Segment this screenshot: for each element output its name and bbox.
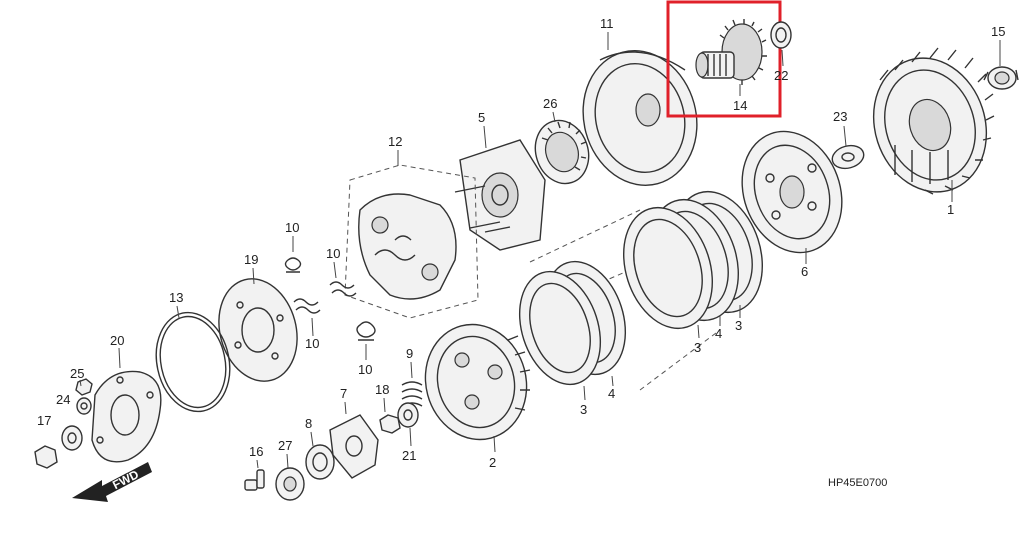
part-25-nut[interactable] xyxy=(75,378,93,396)
label-part-3: 3 xyxy=(580,402,587,417)
label-part-10: 10 xyxy=(305,336,319,351)
label-part-13: 13 xyxy=(169,290,183,305)
label-part-21: 21 xyxy=(402,448,416,463)
part-8-seal[interactable] xyxy=(305,444,335,480)
part-3-friction-disc[interactable] xyxy=(506,261,614,395)
label-part-19: 19 xyxy=(244,252,258,267)
label-part-10: 10 xyxy=(285,220,299,235)
label-part-8: 8 xyxy=(305,416,312,431)
label-part-11: 11 xyxy=(600,16,614,31)
label-part-20: 20 xyxy=(110,333,124,348)
label-part-18: 18 xyxy=(375,382,389,397)
highlight-box xyxy=(666,0,782,118)
label-part-10: 10 xyxy=(358,362,372,377)
label-part-4: 4 xyxy=(608,386,615,401)
part-1-clutch-outer[interactable] xyxy=(857,43,1004,206)
diagram-code: HP45E0700 xyxy=(828,477,887,489)
alignment-line xyxy=(529,209,641,263)
label-part-9: 9 xyxy=(406,346,413,361)
label-part-10: 10 xyxy=(326,246,340,261)
part-10-spring[interactable] xyxy=(284,257,302,273)
part-10-spring[interactable] xyxy=(293,298,321,314)
part-12-weight-assembly[interactable] xyxy=(358,193,457,300)
part-6-pressure-plate[interactable] xyxy=(726,117,859,266)
part-21-washer[interactable] xyxy=(397,402,419,428)
label-part-22: 22 xyxy=(774,68,788,83)
label-part-3: 3 xyxy=(694,340,701,355)
label-part-15: 15 xyxy=(991,24,1005,39)
label-part-27: 27 xyxy=(278,438,292,453)
part-20-cover-plate[interactable] xyxy=(91,370,162,463)
label-part-7: 7 xyxy=(340,386,347,401)
part-7-plate[interactable] xyxy=(329,414,379,479)
part-23-washer[interactable] xyxy=(830,142,867,172)
label-part-26: 26 xyxy=(543,96,557,111)
part-15-bushing[interactable] xyxy=(983,66,1019,90)
part-13-ring[interactable] xyxy=(147,306,238,419)
part-24-washer[interactable] xyxy=(76,397,92,415)
label-part-5: 5 xyxy=(478,110,485,125)
label-part-12: 12 xyxy=(388,134,402,149)
label-part-14: 14 xyxy=(733,98,747,113)
label-part-3: 3 xyxy=(735,318,742,333)
part-22-ring[interactable] xyxy=(770,21,792,49)
label-part-6: 6 xyxy=(801,264,808,279)
part-5-drive-plate[interactable] xyxy=(454,139,546,251)
alignment-line xyxy=(639,329,721,391)
label-part-4: 4 xyxy=(715,326,722,341)
part-27-bearing[interactable] xyxy=(275,467,305,501)
part-16-bolt[interactable] xyxy=(244,469,265,491)
fwd-arrow-icon: FWD xyxy=(72,462,152,502)
label-part-1: 1 xyxy=(947,202,954,217)
part-2-clutch-center[interactable] xyxy=(413,313,540,451)
assembly-outline xyxy=(344,164,479,319)
label-part-16: 16 xyxy=(249,444,263,459)
label-part-25: 25 xyxy=(70,366,84,381)
part-26-one-way-clutch[interactable] xyxy=(527,114,596,191)
label-part-17: 17 xyxy=(37,413,51,428)
part-11-clutch-drum[interactable] xyxy=(568,38,711,198)
label-part-24: 24 xyxy=(56,392,70,407)
part-17-nut[interactable] xyxy=(34,425,83,469)
part-10-spring[interactable] xyxy=(329,281,357,297)
part-3-friction-disc[interactable] xyxy=(609,196,727,340)
part-19-plate[interactable] xyxy=(208,270,308,390)
part-10-spring[interactable] xyxy=(356,321,376,341)
part-9-spring[interactable] xyxy=(401,381,423,407)
part-18-nut[interactable] xyxy=(379,414,401,434)
label-part-2: 2 xyxy=(489,455,496,470)
label-part-23: 23 xyxy=(833,109,847,124)
part-14-gear-shaft[interactable] xyxy=(695,19,767,85)
